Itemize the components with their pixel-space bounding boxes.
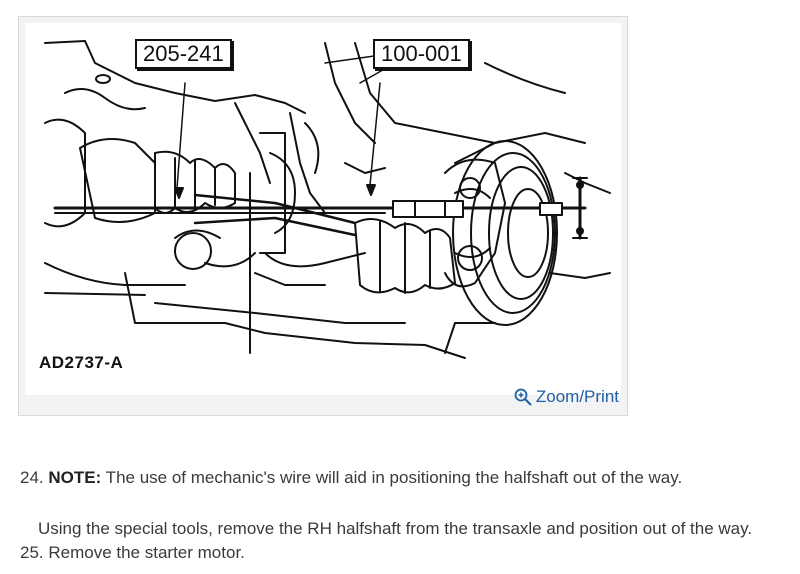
step-text: Remove the starter motor. [43,543,245,562]
halfshaft-removal-illustration [44,40,611,359]
zoom-print-label[interactable]: Zoom/Print [535,387,619,406]
callout-tool-205-241: 205-241 [135,39,232,69]
figure-illustration-area: 205-241 100-001 AD2737-A [25,23,621,395]
note-label: NOTE: [48,468,102,487]
step-24-instruction: Using the special tools, remove the RH h… [38,519,753,538]
figure-code: AD2737-A [39,353,124,372]
step-24: 24. NOTE: The use of mechanic's wire wil… [20,468,682,488]
zoom-print-link[interactable]: Zoom/Print [514,387,619,407]
zoom-icon [514,388,532,406]
callout-tool-100-001: 100-001 [373,39,470,69]
figure-card: 205-241 100-001 AD2737-A Zoom/Print [18,16,628,416]
note-text: The use of mechanic's wire will aid in p… [101,468,683,487]
step-number: 25. [20,543,44,562]
step-25: 25. Remove the starter motor. [20,543,245,563]
step-number: 24. [20,468,44,487]
